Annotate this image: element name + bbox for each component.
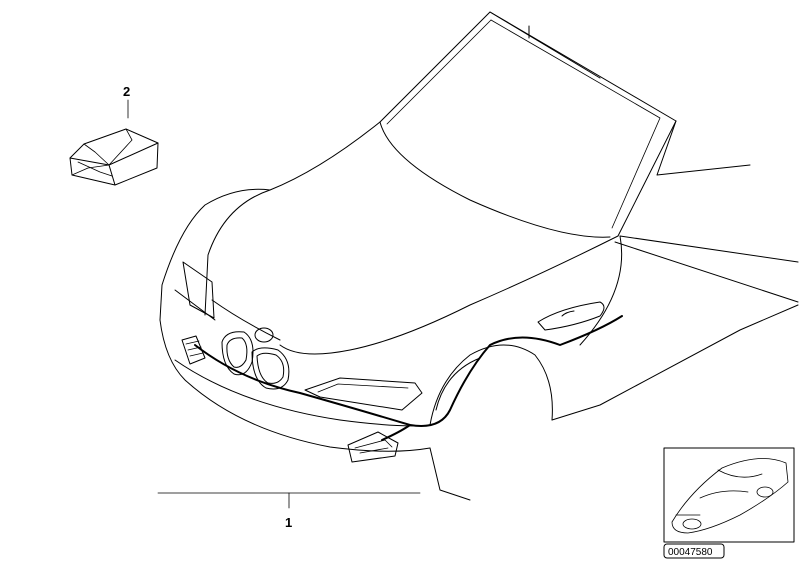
part-2-package[interactable] xyxy=(69,128,159,186)
part-1-wiring-harness[interactable] xyxy=(181,315,623,463)
vehicle-thumbnail xyxy=(663,447,795,543)
reference-number-badge: 00047580 xyxy=(663,543,725,559)
callout-1-bracket xyxy=(157,492,421,509)
car-front-outline xyxy=(159,11,799,501)
reference-number: 00047580 xyxy=(668,547,713,558)
callout-2-label: 2 xyxy=(123,84,130,99)
callout-1-label: 1 xyxy=(285,515,292,530)
